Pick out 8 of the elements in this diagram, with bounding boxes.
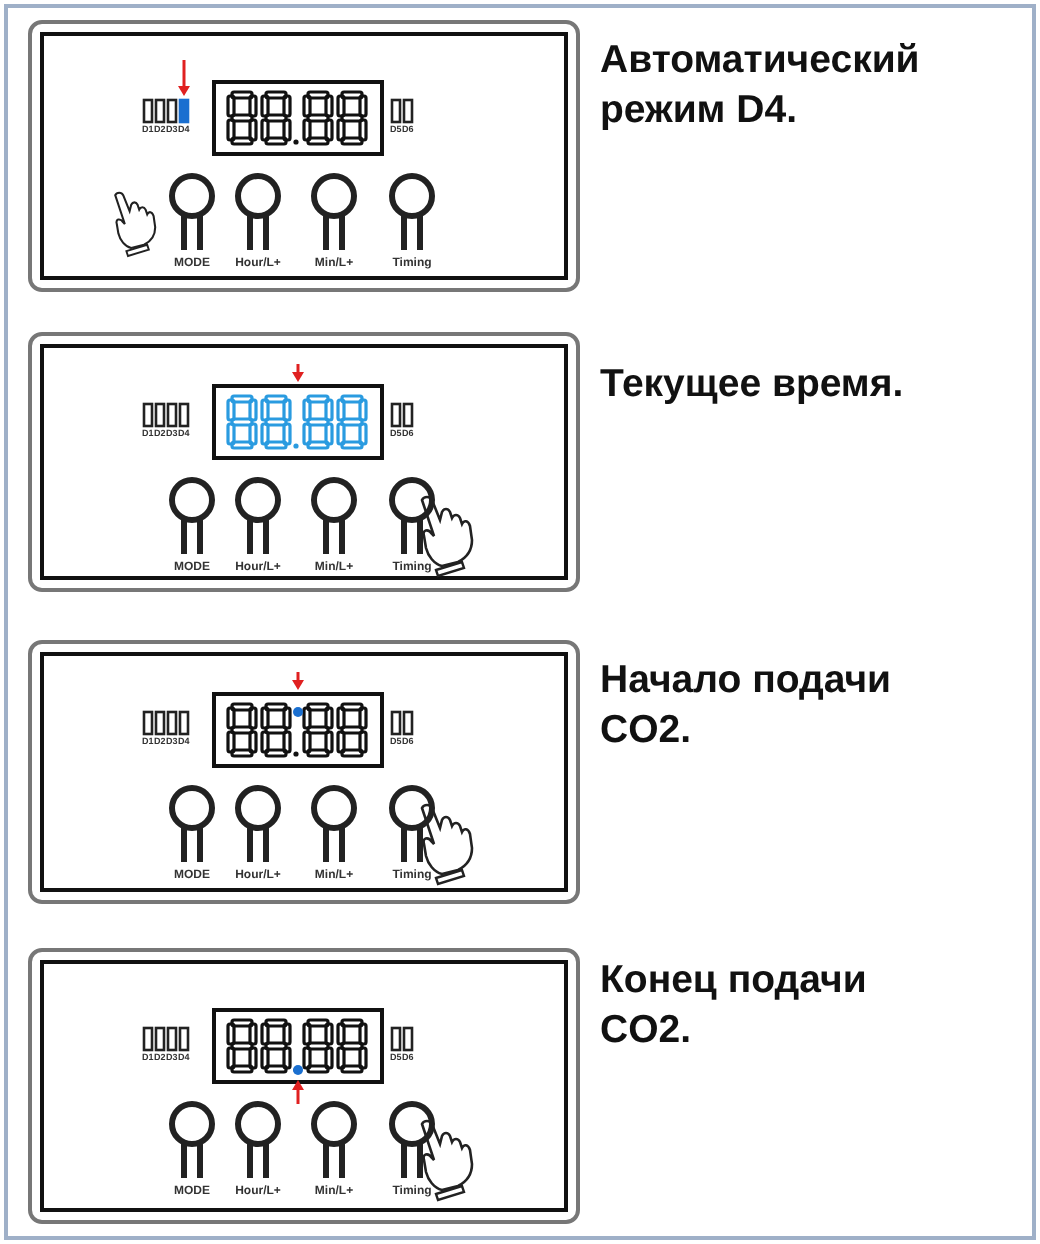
panel-caption: Текущее время. [600, 360, 906, 410]
control-panel [28, 640, 580, 904]
control-panel [28, 948, 580, 1224]
control-panel [28, 20, 580, 292]
panel-caption: Начало подачи CO2. [600, 656, 894, 756]
panel-caption: Автоматический режим D4. [600, 36, 922, 136]
panel-caption: Конец подачи CO2. [600, 956, 869, 1056]
control-panel [28, 332, 580, 592]
